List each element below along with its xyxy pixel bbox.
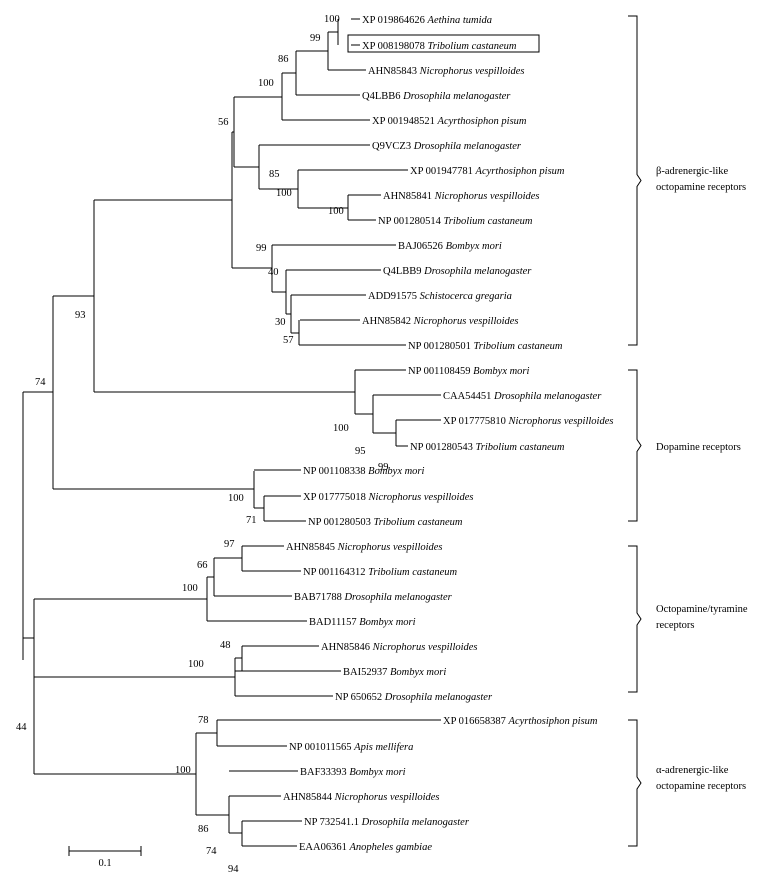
tree-branches <box>22 18 441 847</box>
taxon-label: AHN85843 Nicrophorus vespilloides <box>368 66 525 77</box>
taxon-label: XP 017775018 Nicrophorus vespilloides <box>303 492 473 503</box>
group-bracket <box>628 369 642 522</box>
group-bracket <box>628 545 642 693</box>
group-label: octopamine receptors <box>656 182 746 193</box>
bootstrap-labels: 1009986100568510010099403057937410095991… <box>16 14 389 875</box>
bootstrap-value: 57 <box>283 335 294 346</box>
bootstrap-value: 99 <box>256 243 267 254</box>
taxon-label: NP 001280501 Tribolium castaneum <box>408 341 563 352</box>
taxon-label: AHN85842 Nicrophorus vespilloides <box>362 316 519 327</box>
group-bracket <box>628 15 642 346</box>
taxon-label: AHN85846 Nicrophorus vespilloides <box>321 642 478 653</box>
bootstrap-value: 100 <box>175 765 191 776</box>
group-label: receptors <box>656 620 694 631</box>
taxon-labels: XP 019864626 Aethina tumida XP 008198078 … <box>283 15 613 853</box>
bootstrap-value: 74 <box>206 846 217 857</box>
taxon-label: BAJ06526 Bombyx mori <box>398 241 502 252</box>
taxon-label: XP 008198078 Tribolium castaneum <box>362 41 517 52</box>
taxon-label: NP 001280514 Tribolium castaneum <box>378 216 533 227</box>
taxon-label: NP 732541.1 Drosophila melanogaster <box>304 817 470 828</box>
bootstrap-value: 100 <box>258 78 274 89</box>
bootstrap-value: 97 <box>224 539 235 550</box>
taxon-label: NP 001280503 Tribolium castaneum <box>308 517 463 528</box>
bootstrap-value: 71 <box>246 515 257 526</box>
bootstrap-value: 100 <box>324 14 340 25</box>
taxon-label: Q4LBB9 Drosophila melanogaster <box>383 266 532 277</box>
taxon-label: CAA54451 Drosophila melanogaster <box>443 391 602 402</box>
bootstrap-value: 48 <box>220 640 231 651</box>
taxon-label: BAF33393 Bombyx mori <box>300 767 406 778</box>
bootstrap-value: 94 <box>228 864 239 875</box>
bootstrap-value: 78 <box>198 715 209 726</box>
taxon-label: BAB71788 Drosophila melanogaster <box>294 592 453 603</box>
bootstrap-value: 44 <box>16 722 27 733</box>
bootstrap-value: 40 <box>268 267 279 278</box>
taxon-label: BAD11157 Bombyx mori <box>309 617 416 628</box>
taxon-label: XP 001947781 Acyrthosiphon pisum <box>410 166 565 177</box>
bootstrap-value: 93 <box>75 310 86 321</box>
taxon-label: NP 001108338 Bombyx mori <box>303 466 425 477</box>
bootstrap-value: 100 <box>333 423 349 434</box>
bootstrap-value: 100 <box>188 659 204 670</box>
taxon-label: NP 001280543 Tribolium castaneum <box>410 442 565 453</box>
taxon-label: XP 001948521 Acyrthosiphon pisum <box>372 116 527 127</box>
taxon-label: NP 650652 Drosophila melanogaster <box>335 692 493 703</box>
bootstrap-value: 100 <box>182 583 198 594</box>
taxon-label: XP 016658387 Acyrthosiphon pisum <box>443 716 598 727</box>
bootstrap-value: 100 <box>228 493 244 504</box>
bootstrap-value: 86 <box>278 54 289 65</box>
taxon-label: NP 001164312 Tribolium castaneum <box>303 567 458 578</box>
highlight-box <box>347 34 540 53</box>
group-label: octopamine receptors <box>656 781 746 792</box>
taxon-label: AHN85841 Nicrophorus vespilloides <box>383 191 540 202</box>
bootstrap-value: 74 <box>35 377 46 388</box>
bootstrap-value: 99 <box>378 462 389 473</box>
group-label: α-adrenergic-like <box>656 765 729 776</box>
bootstrap-value: 100 <box>276 188 292 199</box>
taxon-label: AHN85845 Nicrophorus vespilloides <box>286 542 443 553</box>
bootstrap-value: 86 <box>198 824 209 835</box>
taxon-label: Q9VCZ3 Drosophila melanogaster <box>372 141 522 152</box>
scale-bar: 0.1 <box>68 846 142 869</box>
group-label: Octopamine/tyramine <box>656 604 748 615</box>
bootstrap-value: 30 <box>275 317 286 328</box>
group-bracket <box>628 719 642 847</box>
scale-bar-label: 0.1 <box>98 858 111 869</box>
bootstrap-value: 99 <box>310 33 321 44</box>
taxon-label: AHN85844 Nicrophorus vespilloides <box>283 792 440 803</box>
taxon-label: EAA06361 Anopheles gambiae <box>299 842 432 853</box>
taxon-label: XP 017775810 Nicrophorus vespilloides <box>443 416 613 427</box>
taxon-label: NP 001011565 Apis mellifera <box>289 742 413 753</box>
taxon-label: ADD91575 Schistocerca gregaria <box>368 291 512 302</box>
taxon-label: BAI52937 Bombyx mori <box>343 667 446 678</box>
taxon-label: NP 001108459 Bombyx mori <box>408 366 530 377</box>
group-label: β-adrenergic-like <box>656 166 729 177</box>
group-label: Dopamine receptors <box>656 442 741 453</box>
taxon-label: XP 019864626 Aethina tumida <box>362 15 492 26</box>
bootstrap-value: 66 <box>197 560 208 571</box>
bootstrap-value: 100 <box>328 206 344 217</box>
taxon-label: Q4LBB6 Drosophila melanogaster <box>362 91 511 102</box>
bootstrap-value: 85 <box>269 169 280 180</box>
bootstrap-value: 56 <box>218 117 229 128</box>
bootstrap-value: 95 <box>355 446 366 457</box>
